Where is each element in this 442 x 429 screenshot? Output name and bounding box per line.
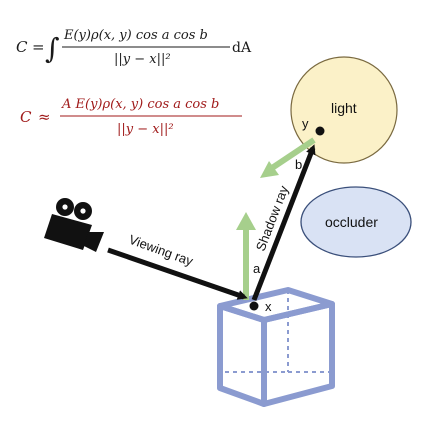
- equation-exact-numerator: E(y)ρ(x, y) cos a cos b: [63, 28, 208, 43]
- occluder: occluder: [300, 186, 412, 258]
- point-x-dot: [249, 301, 259, 311]
- light-circle: [290, 56, 398, 164]
- viewing-ray-label: Viewing ray: [127, 232, 196, 269]
- occluder-ellipse: [300, 186, 412, 258]
- movie-camera-icon: [44, 198, 104, 252]
- equation-exact-eq: =: [32, 38, 45, 56]
- equation-exact-suffix: dA: [232, 40, 252, 56]
- viewing-ray: [107, 247, 248, 300]
- equation-approx-eq: ≈: [38, 108, 51, 126]
- point-y-label: y: [302, 116, 309, 131]
- equation-approx: C ≈ A E(y)ρ(x, y) cos a cos b ||y − x||²: [20, 97, 242, 137]
- occluder-label: occluder: [325, 214, 378, 230]
- box-front-face: [217, 303, 267, 407]
- equation-exact: C = ∫ E(y)ρ(x, y) cos a cos b ||y − x||²…: [16, 28, 252, 67]
- shadow-ray: [251, 144, 316, 301]
- equation-approx-denominator: ||y − x||²: [117, 122, 174, 137]
- point-y-dot: [315, 126, 325, 136]
- surface-box: [217, 287, 335, 407]
- light-source: light y: [290, 56, 398, 164]
- box-side-face: [261, 301, 335, 407]
- integral-sign: ∫: [45, 32, 60, 65]
- normal-at-x: [236, 212, 256, 300]
- equation-exact-lhs: C: [16, 38, 28, 56]
- equation-approx-numerator: A E(y)ρ(x, y) cos a cos b: [61, 97, 219, 112]
- equation-exact-denominator: ||y − x||²: [114, 52, 171, 67]
- light-label: light: [331, 100, 357, 116]
- angle-a-label: a: [253, 261, 261, 276]
- point-x-label: x: [265, 299, 272, 314]
- angle-b-label: b: [295, 157, 302, 172]
- equation-approx-lhs: C: [20, 108, 32, 126]
